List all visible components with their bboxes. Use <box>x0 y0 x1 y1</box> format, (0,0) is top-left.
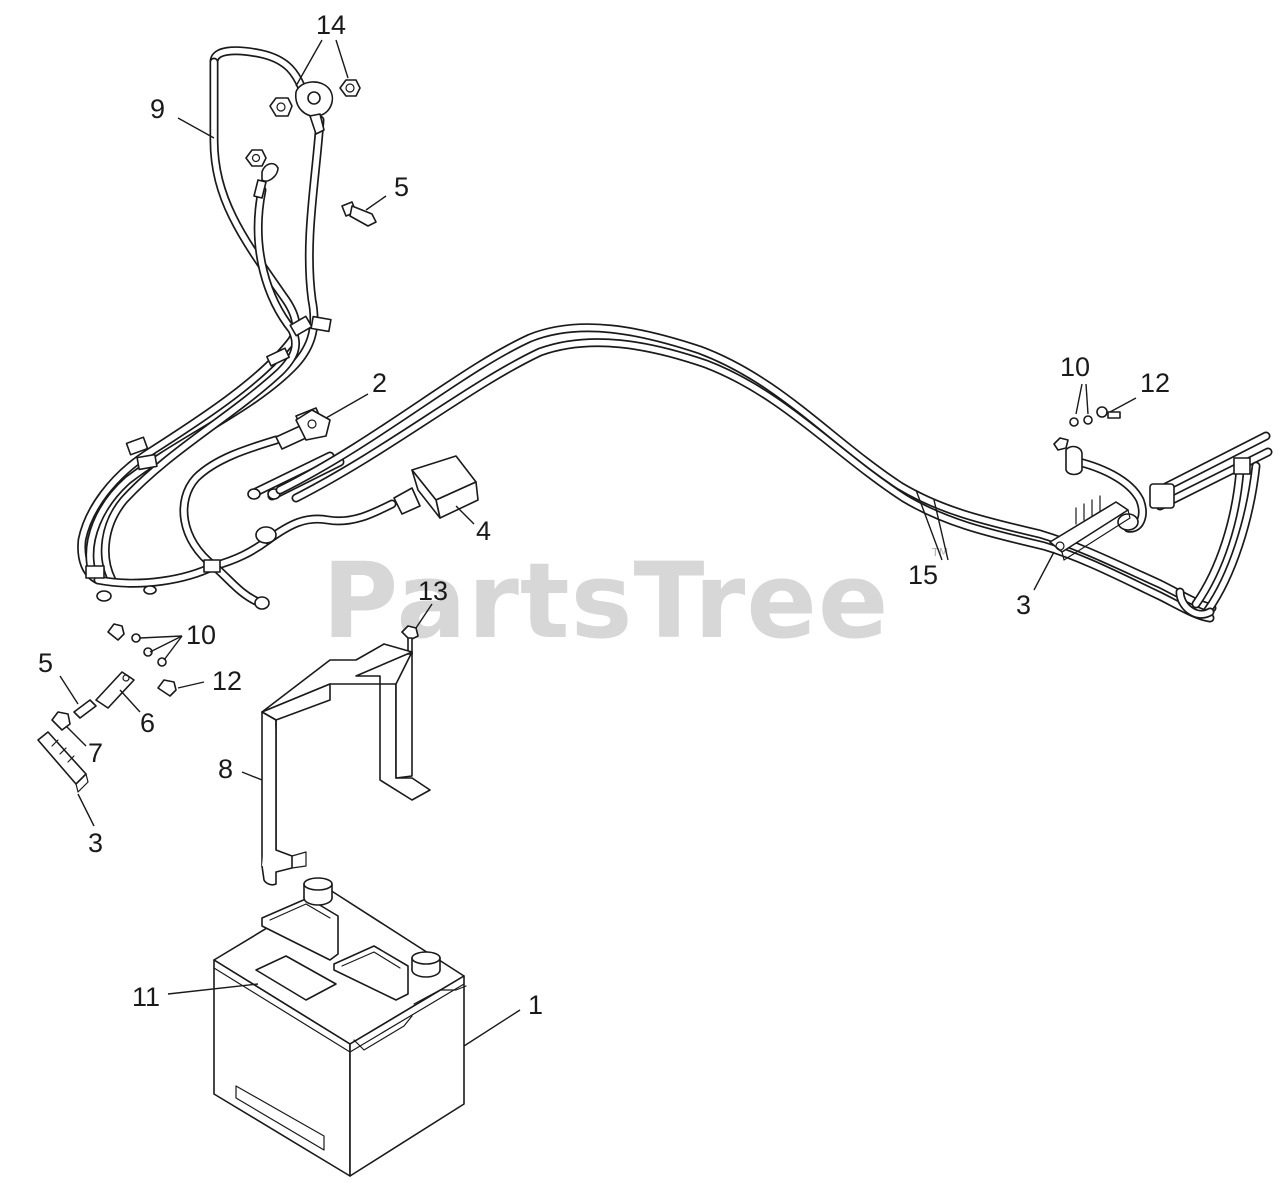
screw-13 <box>401 625 419 655</box>
callout-14: 14 <box>316 10 346 40</box>
connector-4 <box>393 455 479 519</box>
battery-1 <box>213 877 467 1177</box>
callout-5-top: 5 <box>394 172 409 202</box>
callout-10-right: 10 <box>1060 352 1090 382</box>
callout-15: 15 <box>908 560 938 590</box>
terminal-block-3-left <box>37 731 89 793</box>
bolt-5-left <box>73 699 97 719</box>
callout-6: 6 <box>140 708 155 738</box>
long-cable-15 <box>275 323 1217 623</box>
right-cable-cluster <box>1065 431 1273 619</box>
nut-14b <box>339 79 361 97</box>
callout-5-left: 5 <box>38 648 53 678</box>
watermark-brand: PartsTree <box>322 540 889 662</box>
callout-12-left: 12 <box>212 666 242 696</box>
callout-labels: 14 9 5 2 4 15 3 10 12 13 10 5 12 6 7 8 3… <box>38 10 1170 1020</box>
leader-lines <box>59 39 1137 1047</box>
cable-clamp-2 <box>295 409 331 441</box>
fasteners-left <box>107 623 177 697</box>
callout-2: 2 <box>372 368 387 398</box>
nut-14a <box>269 97 293 117</box>
nut-9 <box>245 149 267 167</box>
callout-8: 8 <box>218 754 233 784</box>
fasteners-10-12-right <box>1053 406 1121 451</box>
terminal-strap-6 <box>95 671 135 709</box>
callout-9: 9 <box>150 94 165 124</box>
bolt-5-top <box>341 201 377 227</box>
cable-harness <box>77 46 397 610</box>
callout-13: 13 <box>418 576 448 606</box>
ring-terminal-14 <box>253 81 334 199</box>
callout-12-right: 12 <box>1140 368 1170 398</box>
callout-7: 7 <box>88 738 103 768</box>
callout-3-right: 3 <box>1016 590 1031 620</box>
callout-11: 11 <box>132 982 160 1012</box>
callout-1: 1 <box>528 990 543 1020</box>
hold-down-bracket-8 <box>261 643 431 886</box>
terminal-block-3-right <box>1049 495 1131 561</box>
callout-4: 4 <box>476 516 491 546</box>
callout-10-left: 10 <box>186 620 216 650</box>
nut-7 <box>51 711 71 731</box>
callout-3-left: 3 <box>88 828 103 858</box>
